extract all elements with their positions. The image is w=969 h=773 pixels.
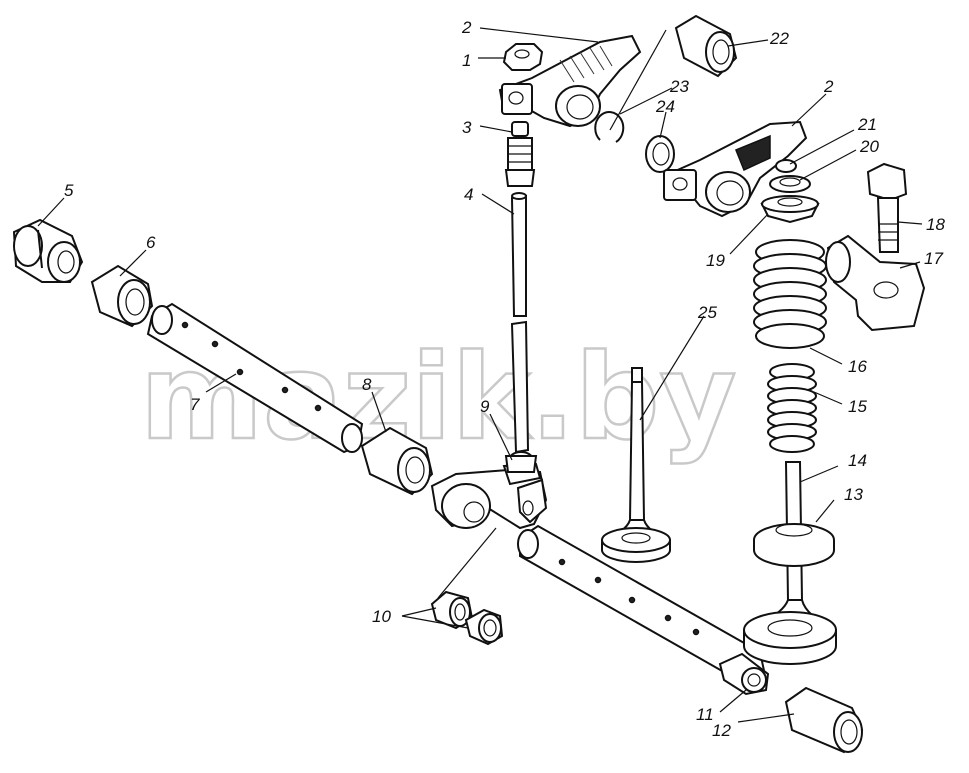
label-15: 15 [848, 397, 867, 416]
label-19: 19 [706, 251, 725, 270]
part-6-bushing [90, 264, 154, 328]
part-10-bushings [430, 590, 504, 646]
part-25-valve [601, 367, 671, 563]
label-20: 20 [859, 137, 879, 156]
label-14: 14 [848, 451, 867, 470]
label-1: 1 [462, 51, 471, 70]
part-19-spring-retainer [760, 195, 820, 224]
label-8: 8 [362, 375, 372, 394]
label-6: 6 [146, 233, 156, 252]
label-22: 22 [769, 29, 789, 48]
part-2-rocker-arm-upper [498, 34, 642, 128]
label-3: 3 [462, 118, 472, 137]
large-valve [743, 599, 837, 665]
part-13-washer [753, 523, 835, 567]
part-5-bushing [12, 218, 84, 283]
label-5: 5 [64, 181, 74, 200]
label-16: 16 [848, 357, 867, 376]
part-9-rocker [430, 462, 548, 530]
label-13: 13 [844, 485, 863, 504]
label-4: 4 [464, 185, 473, 204]
label-21: 21 [857, 115, 877, 134]
label-9: 9 [480, 397, 490, 416]
part-17-bracket [825, 234, 926, 332]
leader-lines [37, 27, 923, 723]
label-25: 25 [697, 303, 717, 322]
label-10: 10 [372, 607, 391, 626]
part-11-shaft [517, 524, 770, 696]
part-24-washer [645, 135, 675, 173]
label-24: 24 [655, 97, 675, 116]
label-2-upper: 2 [461, 18, 472, 37]
part-1-nut [502, 43, 544, 71]
part-18-bolt [866, 162, 908, 253]
part-8-bushing [360, 426, 434, 496]
part-3-adjusting-screw [504, 121, 536, 187]
part-12-bushing [784, 686, 864, 754]
label-11: 11 [696, 705, 714, 724]
part-7-shaft [146, 302, 364, 454]
part-15-inner-spring [767, 363, 817, 453]
part-22-bushing [674, 14, 738, 78]
part-2-rocker-arm-lower [662, 120, 808, 218]
label-12: 12 [712, 721, 731, 740]
label-17: 17 [924, 249, 943, 268]
part-23-circlip [594, 110, 625, 143]
label-18: 18 [926, 215, 945, 234]
part-16-outer-spring [753, 239, 827, 349]
part-labels: 2 1 3 4 5 6 7 8 9 10 11 12 13 14 15 16 1… [64, 18, 945, 740]
label-2-lower: 2 [823, 77, 834, 96]
label-7: 7 [190, 395, 200, 414]
part-4-push-rod [504, 192, 538, 473]
label-23: 23 [669, 77, 689, 96]
